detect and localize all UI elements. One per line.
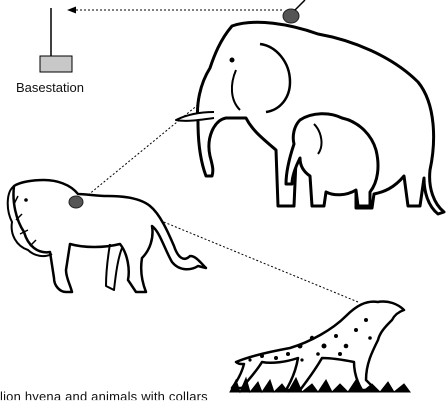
- basestation-box: [40, 56, 72, 72]
- basestation-label: Basestation: [16, 80, 84, 95]
- collar-elephant: [283, 0, 305, 23]
- collar-lion: [69, 196, 83, 208]
- lion-icon: [8, 180, 206, 292]
- hyena-icon: [230, 301, 410, 392]
- basestation-node: [40, 8, 72, 72]
